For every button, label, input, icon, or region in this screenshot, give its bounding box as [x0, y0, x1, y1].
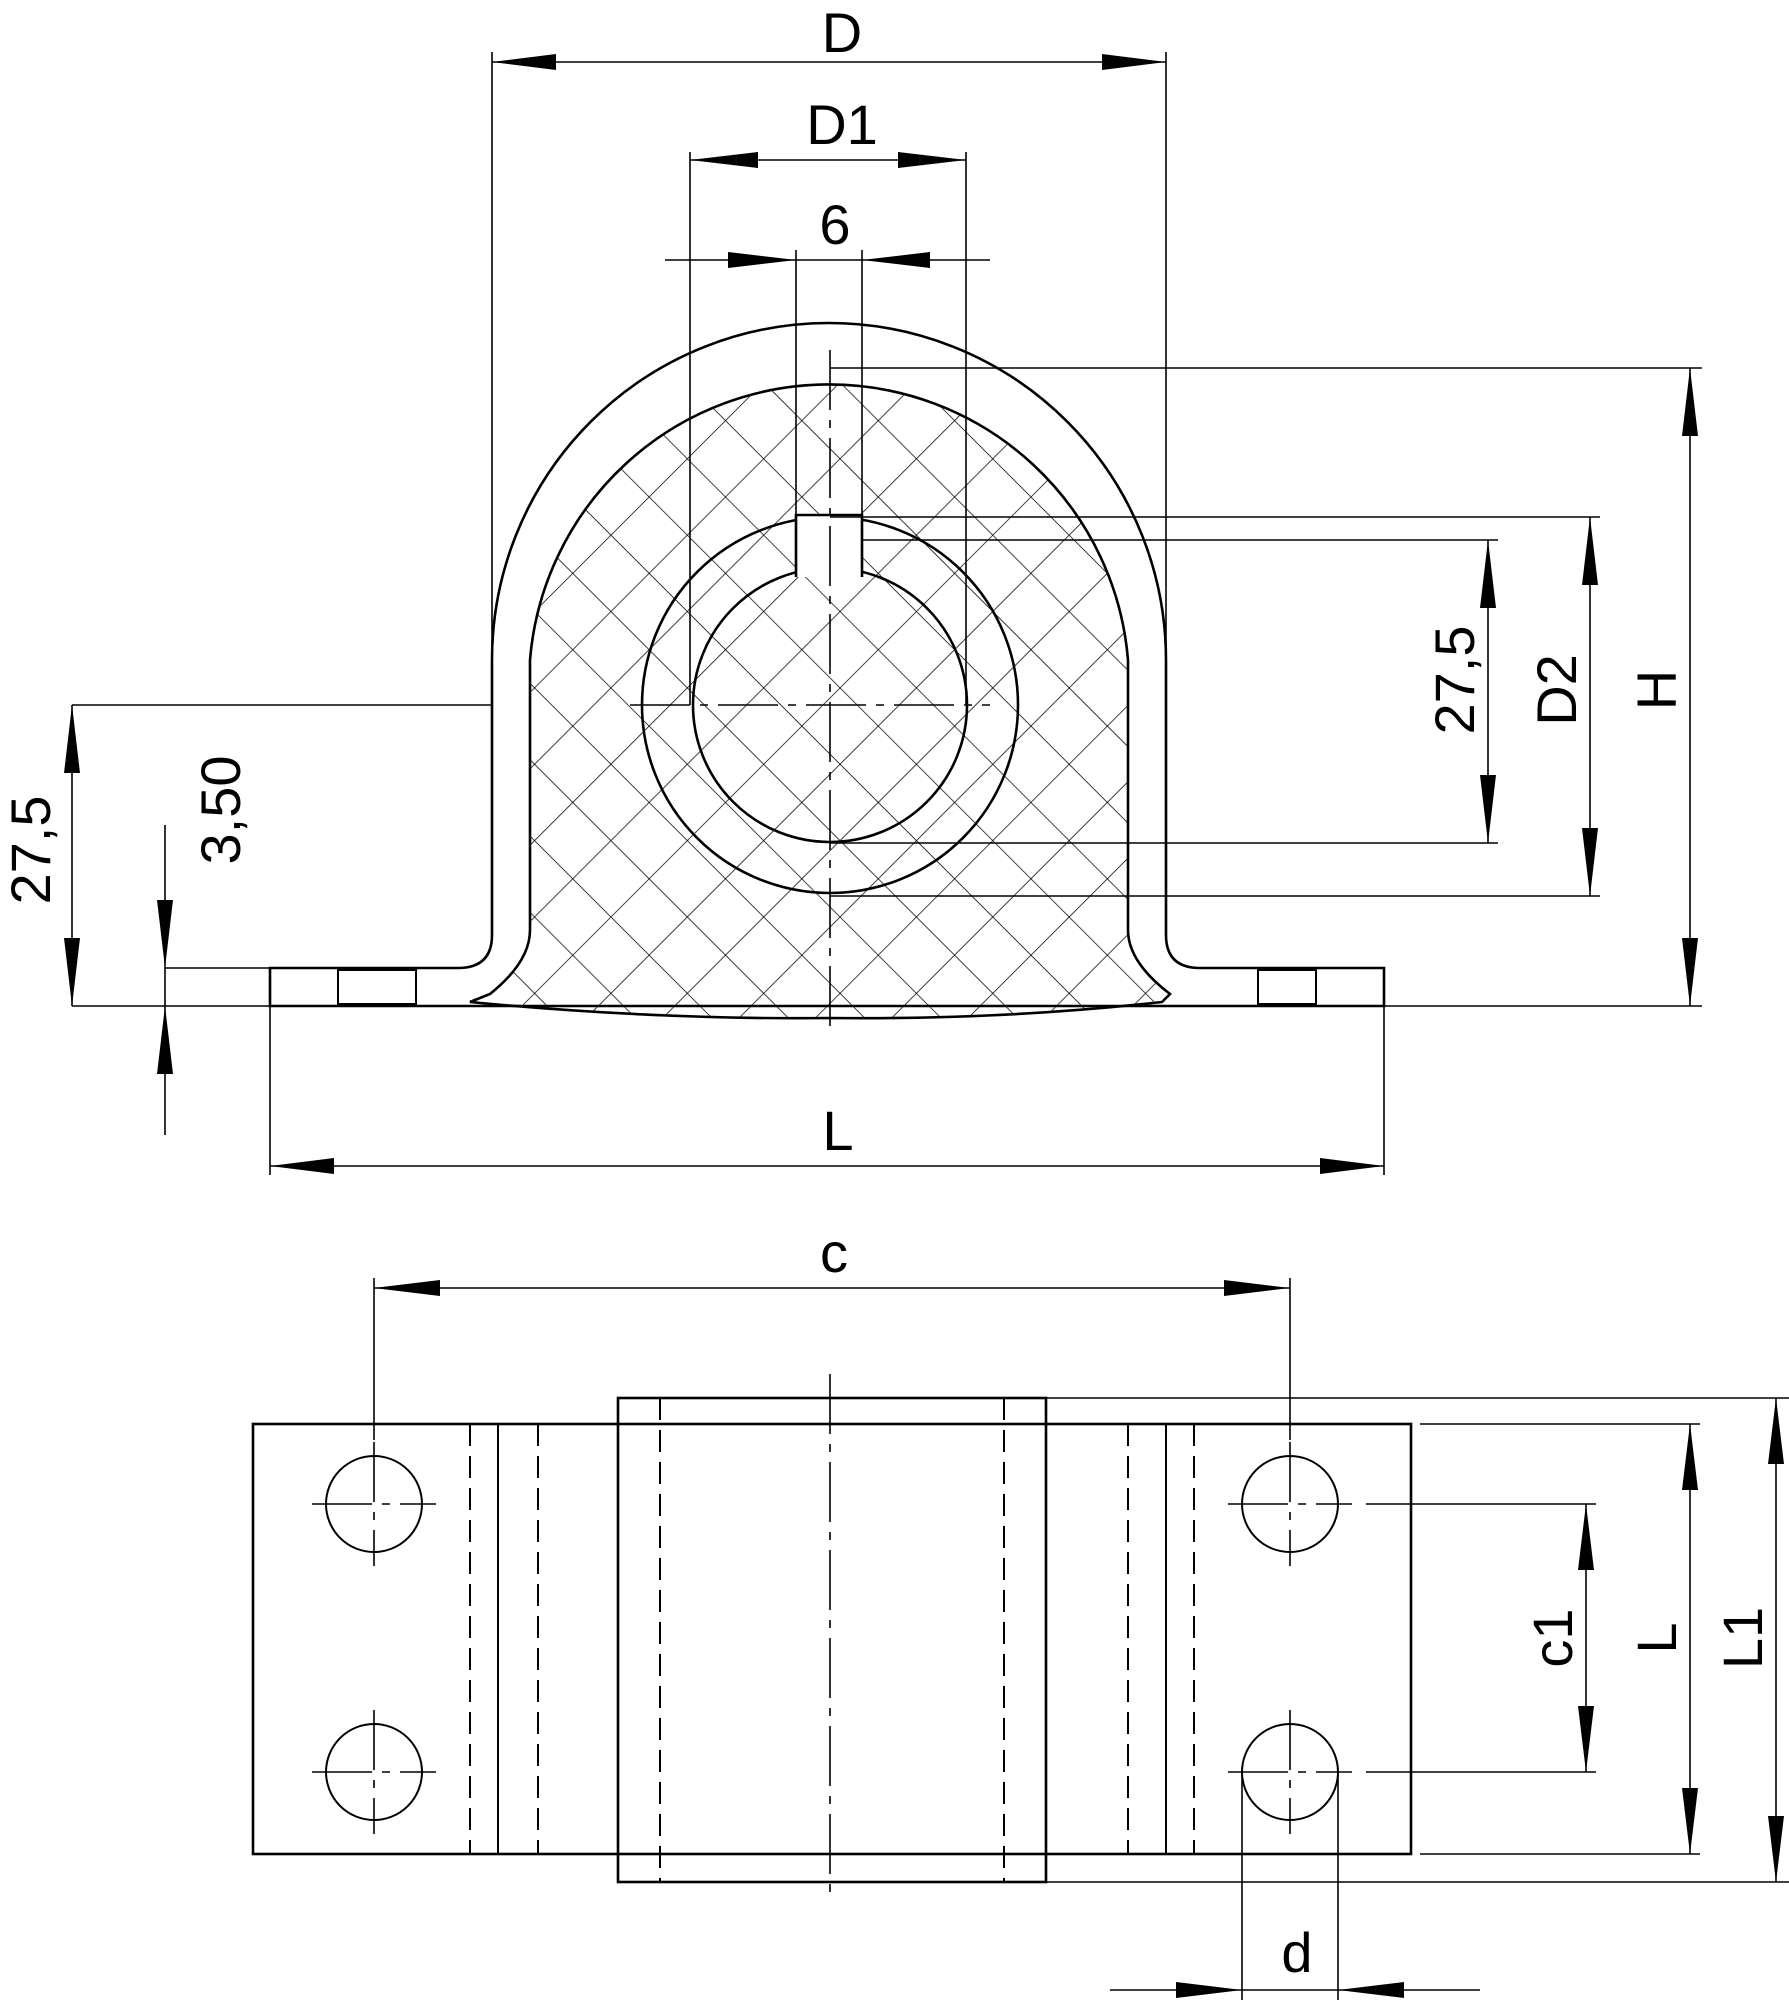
- dim-label-c1: c1: [1521, 1608, 1584, 1667]
- dim-D2: D2: [830, 516, 1600, 897]
- dim-label-L-top: L: [1625, 1622, 1688, 1653]
- mounting-hole-bottom-right: [1228, 1710, 1352, 1834]
- mounting-hole-top-left: [312, 1442, 436, 1566]
- rubber-bushing-crosshatch: [470, 384, 1170, 1019]
- dim-label-wall: 3,50: [189, 756, 252, 865]
- dim-label-L-front: L: [822, 1099, 853, 1162]
- base-slot-right: [1257, 969, 1317, 1005]
- keyway: [796, 515, 862, 577]
- dim-D: D: [491, 1, 1167, 705]
- front-section-view: [268, 321, 1386, 1030]
- dim-label-height-center: 27,5: [0, 796, 62, 905]
- dim-L-top: L: [1420, 1423, 1700, 1855]
- dim-D1: D1: [689, 93, 967, 705]
- dim-label-c: c: [820, 1221, 848, 1284]
- bushing-body: [616, 1396, 1048, 1884]
- dim-label-H: H: [1625, 670, 1688, 710]
- dim-L1: L1: [1046, 1397, 1789, 1883]
- mounting-hole-bottom-left: [312, 1710, 436, 1834]
- dim-label-d: d: [1281, 1921, 1312, 1984]
- dim-wall: 3,50: [157, 756, 270, 1135]
- dim-d: d: [1110, 1772, 1480, 2000]
- dim-c1: c1: [1366, 1503, 1596, 1773]
- base-plate: [251, 1422, 1413, 1856]
- dim-bore-offset: 27,5: [830, 539, 1498, 844]
- dim-keyway: 6: [665, 193, 990, 577]
- dim-label-D: D: [822, 1, 862, 64]
- dim-label-keyway: 6: [819, 193, 850, 256]
- dim-label-bore-offset: 27,5: [1423, 626, 1486, 735]
- base-slot-left: [337, 969, 417, 1005]
- dim-label-D1: D1: [806, 93, 878, 156]
- dim-H: H: [830, 367, 1702, 1007]
- dim-label-L1: L1: [1711, 1607, 1774, 1669]
- top-view: [251, 1374, 1413, 1900]
- dim-c: c: [373, 1221, 1291, 1440]
- dim-label-D2: D2: [1525, 654, 1588, 726]
- mounting-hole-top-right: [1228, 1442, 1352, 1566]
- dim-height-center: 27,5: [0, 704, 492, 1007]
- dim-L-front: L: [269, 1006, 1385, 1175]
